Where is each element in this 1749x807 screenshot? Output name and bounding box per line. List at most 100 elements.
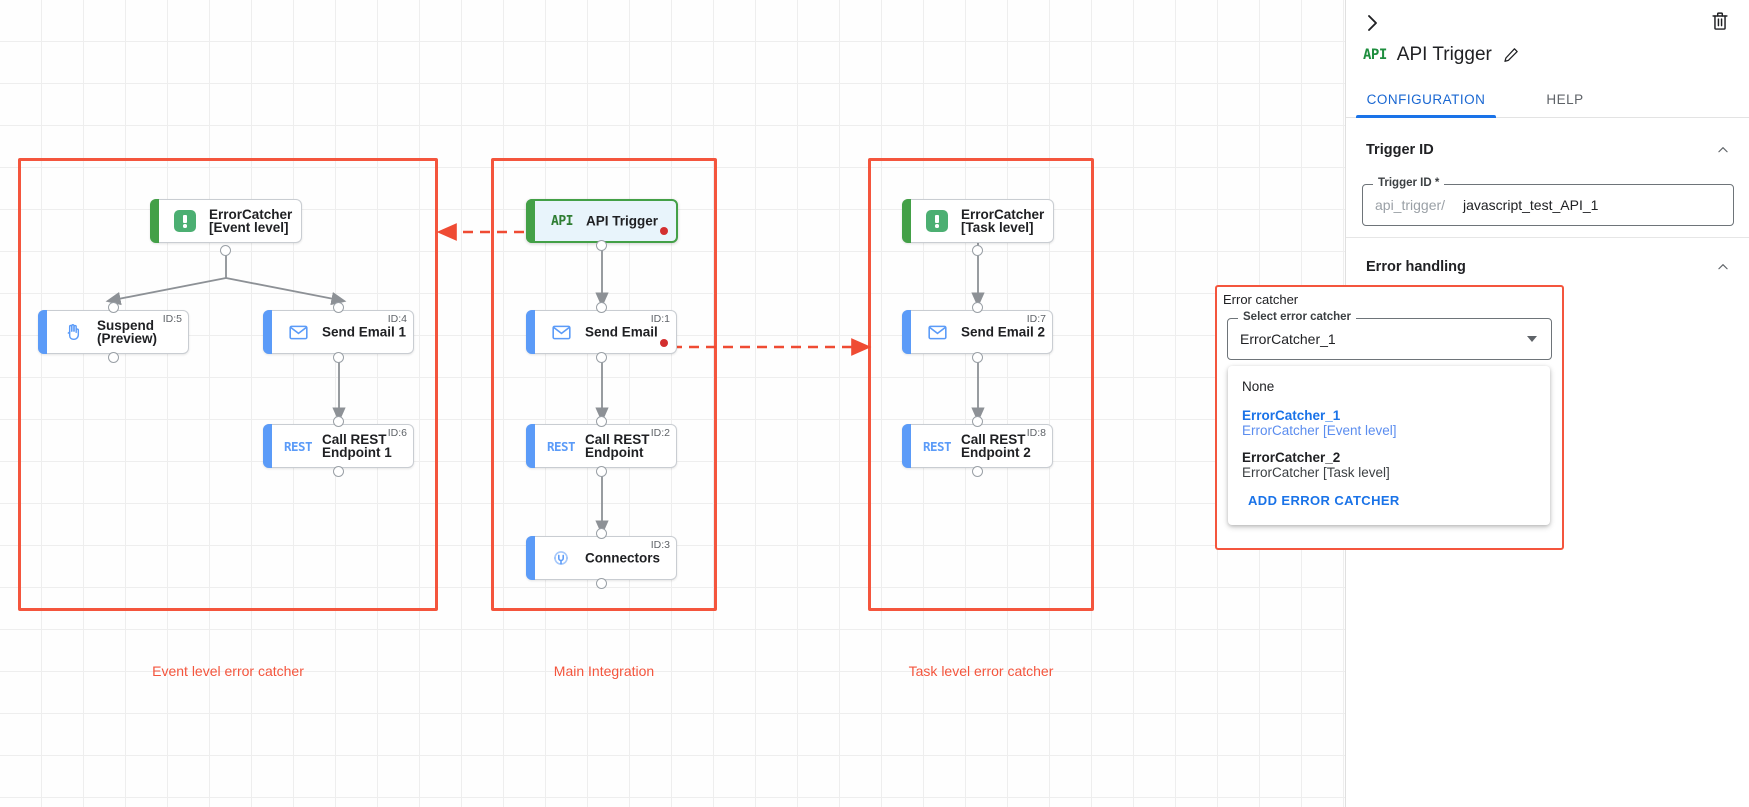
- node-id-label: ID:8: [1026, 427, 1046, 439]
- select-error-catcher[interactable]: Select error catcher ErrorCatcher_1: [1227, 311, 1552, 360]
- edit-pencil-icon[interactable]: [1502, 46, 1520, 64]
- dropdown-option-none[interactable]: None: [1242, 379, 1275, 394]
- connector-plug-icon: [549, 546, 573, 570]
- node-port-in[interactable]: [972, 302, 983, 313]
- section-title: Trigger ID: [1366, 142, 1434, 158]
- dropdown-option-subtitle: ErrorCatcher [Event level]: [1242, 423, 1397, 438]
- section-header-trigger-id[interactable]: Trigger ID: [1346, 126, 1749, 174]
- node-port-out[interactable]: [220, 245, 231, 256]
- select-error-catcher-legend: Select error catcher: [1238, 311, 1357, 323]
- node-send-email-2[interactable]: Send Email 2 ID:7: [902, 310, 1053, 354]
- node-accent-bar: [902, 199, 911, 243]
- dropdown-option-subtitle: ErrorCatcher [Task level]: [1242, 465, 1390, 480]
- node-error-indicator: [660, 227, 668, 235]
- node-port-in[interactable]: [596, 416, 607, 427]
- node-id-label: ID:1: [650, 313, 670, 325]
- node-call-rest-endpoint-1[interactable]: REST Call REST Endpoint 1 ID:6: [263, 424, 414, 468]
- trigger-id-field[interactable]: Trigger ID * api_trigger/ javascript_tes…: [1362, 177, 1734, 226]
- dropdown-option-title: ErrorCatcher_2: [1242, 450, 1341, 465]
- node-label: Send Email 2: [961, 324, 1046, 340]
- node-port-out[interactable]: [596, 240, 607, 251]
- chevron-down-icon[interactable]: [1527, 336, 1537, 342]
- tab-help[interactable]: HELP: [1546, 92, 1584, 107]
- node-port-in[interactable]: [333, 416, 344, 427]
- node-accent-bar: [902, 424, 911, 468]
- node-accent-bar: [526, 536, 535, 580]
- api-icon: API: [551, 213, 573, 229]
- rest-icon: REST: [546, 438, 576, 454]
- group-label-event-level: Event level error catcher: [152, 663, 304, 679]
- node-label: Send Email: [585, 324, 658, 340]
- node-port-in[interactable]: [596, 528, 607, 539]
- node-port-out[interactable]: [333, 352, 344, 363]
- section-divider: [1346, 237, 1749, 238]
- node-call-rest-endpoint[interactable]: REST Call REST Endpoint ID:2: [526, 424, 677, 468]
- node-call-rest-endpoint-2[interactable]: REST Call REST Endpoint 2 ID:8: [902, 424, 1053, 468]
- node-port-out[interactable]: [596, 578, 607, 589]
- node-accent-bar: [263, 424, 272, 468]
- node-label: Suspend (Preview): [97, 318, 158, 346]
- group-label-main-integration: Main Integration: [553, 663, 655, 679]
- chevron-up-icon: [1716, 260, 1730, 274]
- properties-panel: API API Trigger CONFIGURATION HELP Trigg…: [1215, 0, 1749, 807]
- trigger-id-prefix: api_trigger/: [1375, 197, 1446, 213]
- trigger-id-input[interactable]: javascript_test_API_1: [1463, 197, 1599, 213]
- group-event-level-error-catcher: [18, 158, 438, 611]
- node-accent-bar: [263, 310, 272, 354]
- node-accent-bar: [902, 310, 911, 354]
- node-id-label: ID:4: [387, 313, 407, 325]
- node-port-in[interactable]: [972, 416, 983, 427]
- node-accent-bar: [526, 199, 535, 243]
- dropdown-option-errorcatcher-1[interactable]: ErrorCatcher_1 ErrorCatcher [Event level…: [1242, 408, 1397, 438]
- envelope-icon: [286, 320, 310, 344]
- section-header-error-handling[interactable]: Error handling: [1346, 243, 1749, 291]
- tab-configuration[interactable]: CONFIGURATION: [1356, 84, 1496, 117]
- node-port-out[interactable]: [333, 466, 344, 477]
- section-title: Error handling: [1366, 259, 1466, 275]
- node-errorcatcher-event-level[interactable]: ErrorCatcher [Event level]: [150, 199, 302, 243]
- error-catcher-dropdown[interactable]: None ErrorCatcher_1 ErrorCatcher [Event …: [1228, 366, 1550, 525]
- envelope-icon: [925, 320, 949, 344]
- node-label: Send Email 1: [322, 324, 407, 340]
- node-port-out[interactable]: [972, 466, 983, 477]
- envelope-icon: [549, 320, 573, 344]
- node-label: Call REST Endpoint 2: [961, 432, 1031, 460]
- node-label: ErrorCatcher [Event level]: [209, 207, 293, 235]
- page-title: API Trigger: [1396, 44, 1492, 65]
- node-id-label: ID:2: [650, 427, 670, 439]
- node-send-email[interactable]: Send Email ID:1: [526, 310, 677, 354]
- node-errorcatcher-task-level[interactable]: ErrorCatcher [Task level]: [902, 199, 1054, 243]
- node-accent-bar: [150, 199, 159, 243]
- node-id-label: ID:7: [1026, 313, 1046, 325]
- dropdown-option-title: ErrorCatcher_1: [1242, 408, 1341, 423]
- node-port-out[interactable]: [972, 245, 983, 256]
- workflow-canvas[interactable]: Event level error catcher Main Integrati…: [0, 0, 1345, 807]
- node-connectors[interactable]: Connectors ID:3: [526, 536, 677, 580]
- node-send-email-1[interactable]: Send Email 1 ID:4: [263, 310, 414, 354]
- dropdown-option-errorcatcher-2[interactable]: ErrorCatcher_2 ErrorCatcher [Task level]: [1242, 450, 1390, 480]
- node-label: Call REST Endpoint: [585, 432, 650, 460]
- node-port-in[interactable]: [596, 302, 607, 313]
- node-port-out[interactable]: [596, 466, 607, 477]
- node-port-in[interactable]: [108, 302, 119, 313]
- trigger-id-legend: Trigger ID *: [1373, 177, 1445, 189]
- node-port-out[interactable]: [596, 352, 607, 363]
- node-label: Connectors: [585, 550, 661, 566]
- node-id-label: ID:6: [387, 427, 407, 439]
- node-accent-bar: [526, 310, 535, 354]
- rest-icon: REST: [922, 438, 952, 454]
- delete-trash-icon[interactable]: [1709, 10, 1733, 34]
- node-port-out[interactable]: [972, 352, 983, 363]
- node-label: ErrorCatcher [Task level]: [961, 207, 1045, 235]
- node-label: Call REST Endpoint 1: [322, 432, 392, 460]
- add-error-catcher-button[interactable]: ADD ERROR CATCHER: [1248, 493, 1400, 508]
- hand-icon: [61, 320, 85, 344]
- node-label: API Trigger: [586, 213, 659, 229]
- chevron-up-icon: [1716, 143, 1730, 157]
- collapse-chevron-right-icon[interactable]: [1360, 10, 1386, 36]
- node-suspend-preview[interactable]: Suspend (Preview) ID:5: [38, 310, 189, 354]
- node-api-trigger[interactable]: API API Trigger: [526, 199, 678, 243]
- panel-tabs: CONFIGURATION HELP: [1346, 84, 1749, 118]
- node-port-out[interactable]: [108, 352, 119, 363]
- node-port-in[interactable]: [333, 302, 344, 313]
